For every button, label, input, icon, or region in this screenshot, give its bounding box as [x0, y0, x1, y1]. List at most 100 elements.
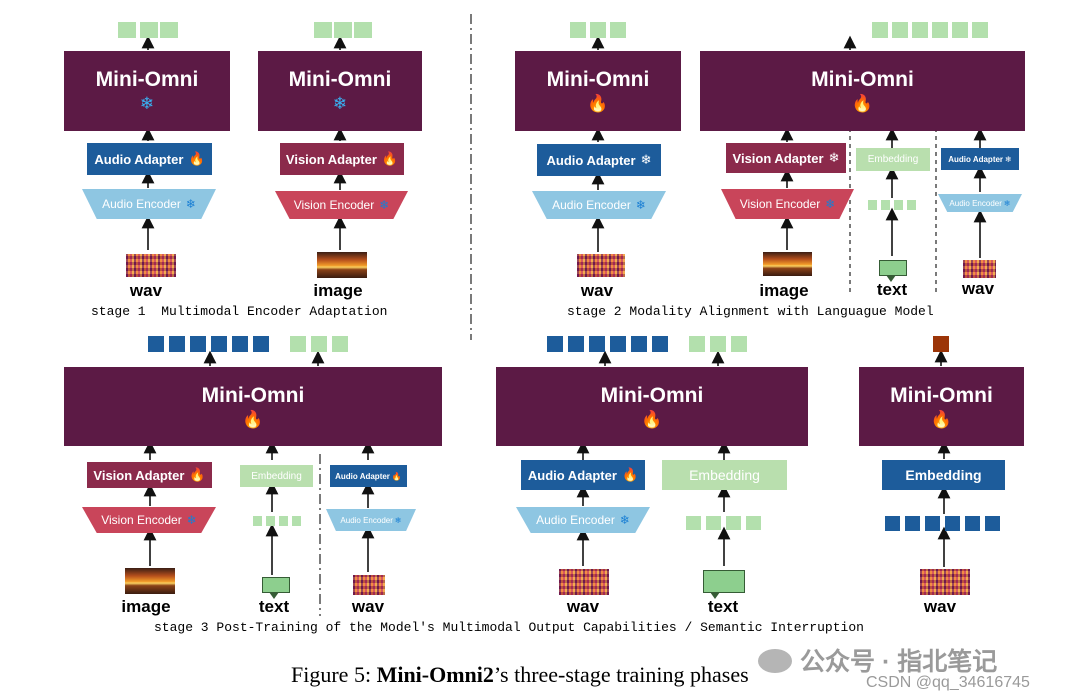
embedding-block: Embedding: [856, 148, 930, 171]
audio-encoder-label: Audio Encoder: [552, 198, 631, 212]
text-token: [292, 516, 301, 526]
audio-adapter-label: Audio Adapter: [546, 152, 636, 168]
embedding-label: Embedding: [251, 470, 302, 482]
vision-encoder: Vision Encoder ❄: [82, 507, 216, 533]
text-token: [972, 22, 988, 38]
input-label-wav: wav: [351, 597, 385, 616]
snowflake-icon: ❄: [619, 513, 630, 527]
text-token: [160, 22, 178, 38]
vision-adapter-label: Vision Adapter: [732, 150, 824, 166]
image-thumbnail: [125, 568, 175, 594]
audio-encoder: Audio Encoder❄: [82, 189, 216, 219]
input-label-image: image: [759, 281, 809, 300]
mini-omni-block: Mini-Omni 🔥: [496, 367, 808, 446]
fire-icon: 🔥: [621, 467, 639, 482]
text-token: [266, 516, 275, 526]
image-thumbnail: [317, 252, 367, 278]
audio-token: [925, 516, 940, 531]
text-token: [334, 22, 352, 38]
snowflake-icon: ❄: [139, 94, 155, 113]
input-label-text: text: [258, 597, 290, 616]
snowflake-icon: ❄: [635, 198, 646, 212]
snowflake-icon: ❄: [186, 513, 197, 527]
text-token: [881, 200, 890, 210]
mini-omni-block: Mini-Omni 🔥: [859, 367, 1024, 446]
text-token: [872, 22, 888, 38]
audio-encoder-label: Audio Encoder: [340, 515, 393, 525]
audio-token: [589, 336, 605, 352]
wechat-logo-icon: [758, 649, 792, 673]
audio-encoder-small: Audio Encoder❄: [938, 194, 1022, 212]
text-token: [686, 516, 701, 530]
vision-encoder-label: Vision Encoder: [101, 513, 182, 527]
audio-token: [211, 336, 227, 352]
text-token: [710, 336, 726, 352]
fire-icon: 🔥: [242, 409, 264, 429]
embedding-label: Embedding: [689, 467, 760, 483]
text-bubble-icon: [879, 260, 907, 282]
fire-icon: 🔥: [189, 467, 206, 482]
audio-encoder: Audio Encoder ❄: [516, 507, 650, 533]
mini-omni-block: Mini-Omni 🔥: [515, 51, 681, 131]
text-token: [912, 22, 928, 38]
text-token: [314, 22, 332, 38]
text-token: [354, 22, 372, 38]
text-token: [279, 516, 288, 526]
input-label-wav: wav: [923, 597, 957, 616]
wav-spectrogram: [353, 575, 385, 595]
text-token: [610, 22, 626, 38]
audio-token: [631, 336, 647, 352]
input-label-wav: wav: [566, 597, 600, 616]
csdn-watermark: CSDN @qq_34616745: [866, 674, 1030, 691]
image-thumbnail: [763, 252, 812, 276]
audio-encoder-label: Audio Encoder: [949, 198, 1002, 208]
text-token: [894, 200, 903, 210]
text-token: [290, 336, 306, 352]
mini-omni-block: Mini-Omni 🔥: [64, 367, 442, 446]
audio-token: [547, 336, 563, 352]
snowflake-icon: ❄: [394, 515, 402, 525]
vision-adapter: Vision Adapter ❄: [726, 143, 846, 173]
text-token: [907, 200, 916, 210]
audio-token: [253, 336, 269, 352]
figure-caption-suffix: ’s three-stage training phases: [493, 662, 749, 687]
text-token: [118, 22, 136, 38]
stage-3-caption: stage 3 Post-Training of the Model's Mul…: [154, 620, 864, 635]
snowflake-icon: ❄: [828, 150, 840, 165]
figure-caption-model: Mini-Omni2: [376, 662, 494, 687]
stage-2-caption: stage 2 Modality Alignment with Languagu…: [567, 304, 934, 319]
text-token: [731, 336, 747, 352]
audio-token: [610, 336, 626, 352]
audio-adapter: Audio Adapter❄: [537, 144, 661, 176]
mini-omni-block: Mini-Omni ❄: [64, 51, 230, 131]
snowflake-icon: ❄: [1005, 154, 1012, 164]
audio-token: [148, 336, 164, 352]
mini-omni-label: Mini-Omni: [288, 68, 392, 91]
fire-icon: 🔥: [587, 94, 609, 113]
text-token: [311, 336, 327, 352]
audio-encoder: Audio Encoder ❄: [532, 191, 666, 219]
audio-encoder-small: Audio Encoder❄: [326, 509, 416, 531]
text-token: [746, 516, 761, 530]
vision-adapter: Vision Adapter🔥: [87, 462, 212, 488]
text-token: [932, 22, 948, 38]
figure-caption-prefix: Figure 5:: [291, 662, 377, 687]
wechat-watermark: 公众号 · 指北笔记: [758, 642, 997, 678]
mini-omni-label: Mini-Omni: [600, 383, 704, 407]
wav-spectrogram: [577, 254, 625, 277]
mini-omni-label: Mini-Omni: [546, 68, 650, 91]
mini-omni-label: Mini-Omni: [201, 383, 305, 407]
fire-icon: 🔥: [641, 409, 663, 429]
audio-adapter-label: Audio Adapter: [527, 467, 617, 483]
audio-encoder-label: Audio Encoder: [536, 513, 615, 527]
text-token: [726, 516, 741, 530]
text-token: [332, 336, 348, 352]
embedding-label: Embedding: [905, 467, 982, 483]
wav-spectrogram: [963, 260, 996, 278]
figure-caption: Figure 5: Mini-Omni2’s three-stage train…: [291, 662, 749, 688]
interrupt-token: [933, 336, 949, 352]
snowflake-icon: ❄: [332, 94, 348, 113]
audio-adapter-label: Audio Adapter: [94, 151, 184, 167]
input-label-text: text: [707, 597, 739, 616]
